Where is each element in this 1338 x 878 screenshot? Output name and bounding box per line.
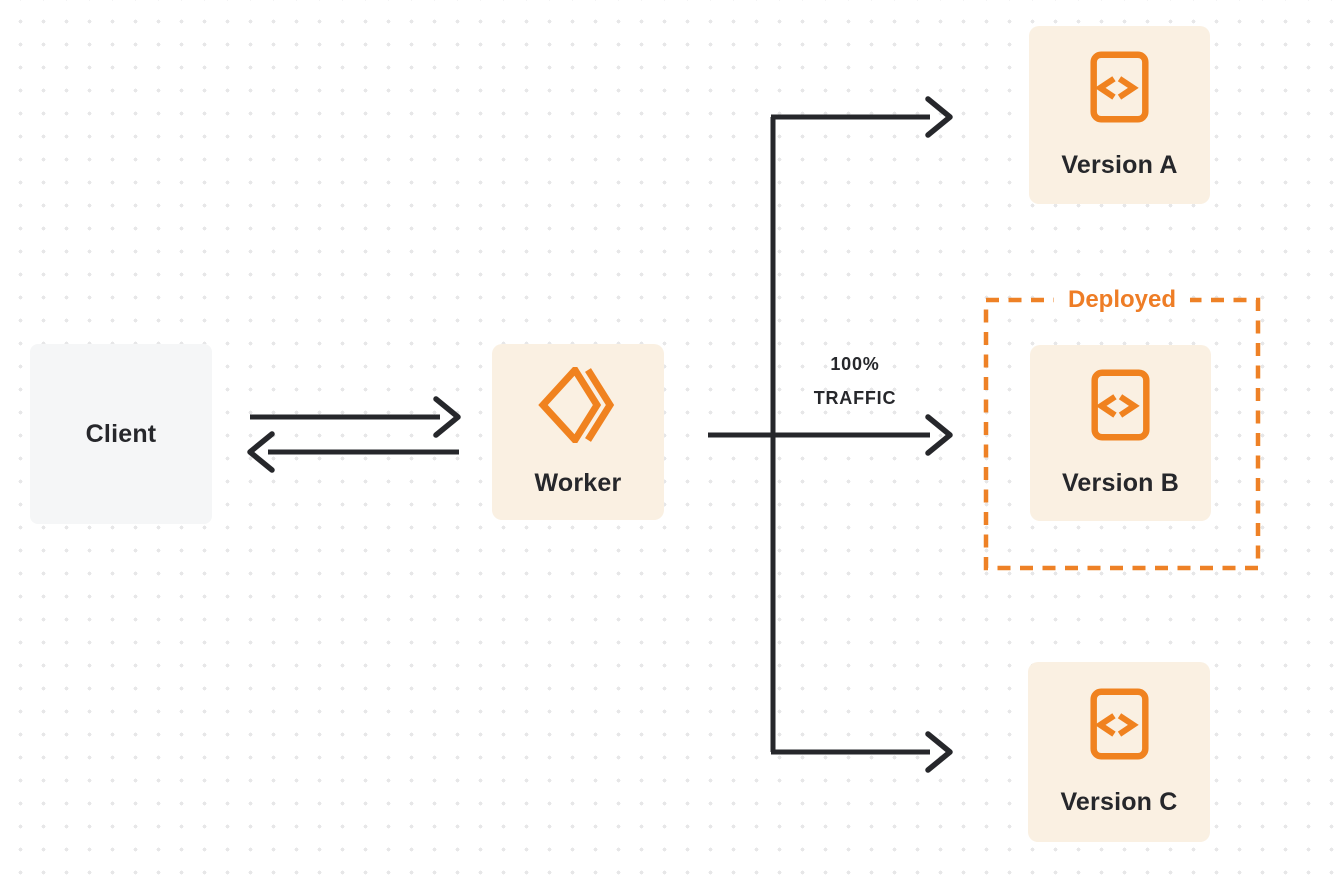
version-c-node: Version C: [1028, 662, 1210, 842]
traffic-word: TRAFFIC: [813, 388, 897, 408]
worker-to-version-c-arrow: [771, 731, 953, 773]
code-file-icon: [1091, 369, 1150, 446]
version-b-node: Version B: [1030, 345, 1211, 521]
cloudflare-workers-icon: [538, 363, 618, 448]
worker-to-version-a-arrow: [771, 96, 953, 138]
version-a-node-label: Version A: [1061, 150, 1178, 179]
client-node: Client: [30, 344, 212, 524]
worker-node-label: Worker: [534, 468, 622, 497]
version-b-node-label: Version B: [1061, 468, 1180, 497]
worker-node: Worker: [492, 344, 664, 520]
traffic-percentage-value: 100%: [830, 354, 880, 374]
code-file-icon: [1089, 688, 1149, 765]
worker-to-client-arrow: [247, 431, 459, 473]
client-to-worker-arrow: [250, 396, 461, 438]
code-file-icon: [1090, 51, 1149, 128]
worker-to-version-b-arrow: [775, 414, 953, 456]
client-node-label: Client: [85, 420, 157, 448]
version-a-node: Version A: [1029, 26, 1210, 204]
branch-trunk-line: [708, 117, 776, 752]
traffic-percentage-label: 100% TRAFFIC: [775, 347, 935, 415]
version-c-node-label: Version C: [1060, 787, 1178, 816]
